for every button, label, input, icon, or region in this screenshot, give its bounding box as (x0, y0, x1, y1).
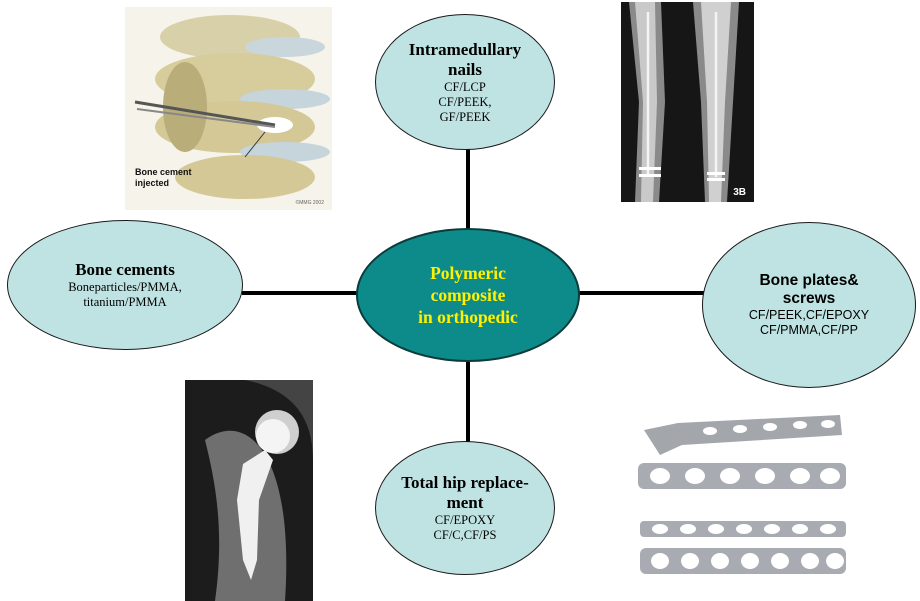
intramedullary-nails-node: Intramedullary nails CF/LCP CF/PEEK, GF/… (375, 14, 555, 150)
polymeric-composite-center-node: Polymeric composite in orthopedic (356, 228, 580, 362)
hip-xray-image (185, 380, 313, 601)
node-title: ment (447, 493, 484, 513)
total-hip-replacement-node: Total hip replace- ment CF/EPOXY CF/C,CF… (375, 441, 555, 575)
node-title: Intramedullary (409, 40, 521, 60)
connector-top (466, 140, 470, 240)
bone-cements-node: Bone cements Boneparticles/PMMA, titaniu… (7, 220, 243, 350)
xray-label: 3B (733, 187, 746, 198)
node-title: nails (448, 60, 482, 80)
node-item: CF/C,CF/PS (434, 528, 497, 543)
spine-bone-cement-image: Bone cement injected ©MMG 2002 (125, 7, 332, 210)
node-item: GF/PEEK (440, 110, 491, 125)
node-item: CF/PEEK, (438, 95, 491, 110)
node-item: CF/EPOXY (435, 513, 495, 528)
bone-plates-image (630, 405, 862, 590)
connector-bottom (466, 352, 470, 450)
spine-caption: Bone cement injected (135, 167, 192, 189)
node-item: titanium/PMMA (83, 295, 166, 310)
node-item: Boneparticles/PMMA, (68, 280, 182, 295)
tibia-xray-image: 3B (621, 2, 754, 202)
connector-left (242, 291, 362, 295)
center-text: in orthopedic (418, 306, 518, 328)
bone-plates-screws-node: Bone plates& screws CF/PEEK,CF/EPOXY CF/… (702, 222, 916, 388)
node-title: screws (783, 290, 836, 308)
center-text: composite (431, 284, 506, 306)
center-text: Polymeric (430, 262, 506, 284)
node-title: Total hip replace- (401, 473, 529, 493)
connector-right (576, 291, 710, 295)
node-item: CF/PEEK,CF/EPOXY (749, 308, 869, 323)
node-title: Bone cements (75, 260, 175, 280)
node-item: CF/LCP (444, 80, 486, 95)
node-item: CF/PMMA,CF/PP (760, 323, 858, 338)
spine-credit: ©MMG 2002 (296, 200, 324, 206)
node-title: Bone plates& (759, 272, 858, 290)
